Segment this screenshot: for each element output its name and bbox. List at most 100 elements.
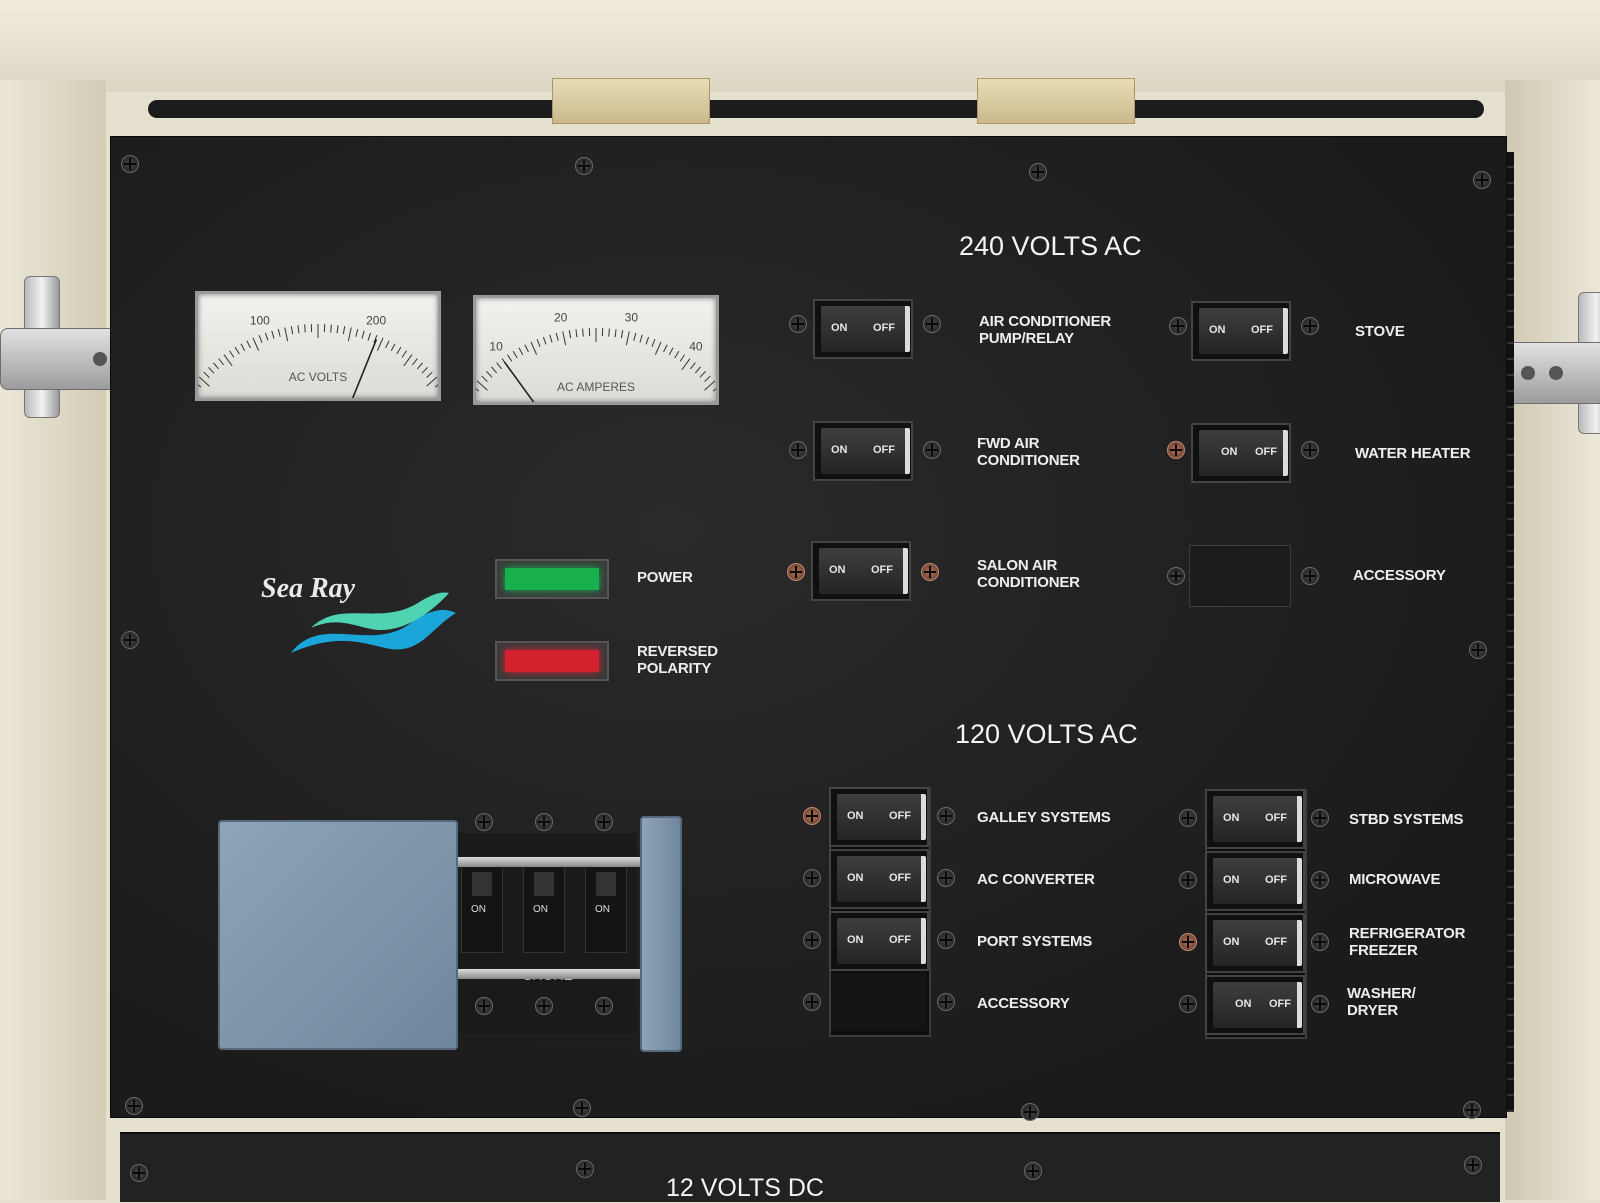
screw-icon: [937, 993, 955, 1011]
screw-icon: [1179, 995, 1197, 1013]
meter-tick: [404, 355, 412, 366]
screw-icon: [803, 869, 821, 887]
meter-tick: [386, 341, 390, 348]
shore-breaker-pole-3[interactable]: ON: [585, 861, 627, 953]
meter-tick: [615, 329, 616, 337]
screw-icon: [1021, 1103, 1039, 1121]
screw-icon: [573, 1099, 591, 1117]
shore-interlock-slide[interactable]: [640, 816, 682, 1052]
meter-tick: [417, 363, 422, 369]
screw-icon: [803, 931, 821, 949]
ac-volts-meter: 0100200300 AC VOLTS: [195, 291, 441, 401]
meter-tick: [224, 355, 232, 366]
meter-tick-label: 100: [250, 313, 270, 327]
shore-interlock-rod-bottom: [447, 969, 647, 979]
cabinet-right-frame: [1505, 80, 1600, 1200]
label-water-heater: WATER HEATER: [1355, 445, 1470, 462]
screw-icon: [1301, 317, 1319, 335]
label-salon-air-conditioner: SALON AIR CONDITIONER: [977, 557, 1080, 591]
latch-clip-right: [977, 78, 1135, 124]
meter-tick: [397, 347, 401, 354]
meter-tick: [298, 325, 299, 333]
label-ac-converter: AC CONVERTER: [977, 871, 1095, 888]
screw-icon: [787, 563, 805, 581]
dc-panel-title: 12 VOLTS DC: [666, 1174, 824, 1203]
meter-tick: [362, 331, 364, 339]
screw-icon: [575, 157, 593, 175]
label-washer-dryer: WASHER/ DRYER: [1347, 985, 1416, 1019]
meter-tick: [531, 342, 537, 355]
screw-icon: [803, 807, 821, 825]
meter-tick: [669, 348, 673, 355]
meter-tick: [213, 363, 218, 369]
meter-tick: [537, 339, 540, 346]
meter-tick: [343, 326, 344, 334]
accessory-blank-slot-120-left: [831, 973, 927, 1031]
meter-tick: [305, 325, 306, 333]
label-accessory-240: ACCESSORY: [1353, 567, 1446, 584]
meter-tick-label: 10: [489, 339, 503, 353]
meter-tick: [664, 345, 668, 352]
door-latch-rod: [148, 100, 1484, 118]
screw-icon: [475, 813, 493, 831]
meter-tick: [550, 335, 552, 343]
screw-icon: [1301, 441, 1319, 459]
accessory-blank-slot: [1189, 545, 1291, 607]
meter-tick: [412, 359, 417, 365]
power-label: POWER: [637, 569, 693, 586]
screw-icon: [595, 813, 613, 831]
meter-tick: [576, 329, 577, 337]
screw-icon: [535, 813, 553, 831]
screw-icon: [595, 997, 613, 1015]
meter-tick: [219, 359, 224, 365]
screw-icon: [1179, 933, 1197, 951]
screw-icon: [923, 315, 941, 333]
screw-icon: [1167, 441, 1185, 459]
ac-volts-label: AC VOLTS: [198, 370, 438, 384]
reversed-polarity-light: [495, 641, 609, 681]
meter-tick: [640, 335, 642, 343]
meter-tick: [402, 351, 406, 358]
meter-tick: [621, 330, 622, 338]
meter-tick-label: 20: [554, 311, 568, 325]
meter-tick: [253, 338, 259, 351]
screw-icon: [937, 869, 955, 887]
meter-tick: [695, 367, 700, 373]
screw-icon: [803, 993, 821, 1011]
meter-tick: [497, 363, 502, 369]
meter-tick: [265, 333, 268, 341]
cabinet-left-frame: [0, 80, 106, 1200]
title-120-volts: 120 VOLTS AC: [955, 719, 1138, 750]
meter-tick: [291, 326, 292, 334]
meter-tick: [507, 355, 511, 362]
label-fwd-air-conditioner: FWD AIR CONDITIONER: [977, 435, 1080, 469]
meter-tick: [634, 333, 636, 341]
screw-icon: [1029, 163, 1047, 181]
meter-tick: [680, 355, 684, 362]
meter-tick: [348, 327, 351, 341]
label-accessory-120: ACCESSORY: [977, 995, 1070, 1012]
meter-tick: [377, 338, 383, 351]
screw-icon: [923, 441, 941, 459]
shore-breaker-pole-1[interactable]: ON: [461, 861, 503, 953]
latch-clip-left: [552, 78, 710, 124]
sea-ray-logo: Sea Ray: [261, 573, 461, 663]
meter-tick-label: 40: [689, 339, 703, 353]
screw-icon: [121, 631, 139, 649]
screw-icon: [1311, 933, 1329, 951]
meter-tick: [278, 329, 280, 337]
shore-interlock-cover[interactable]: [218, 820, 458, 1050]
shore-breaker-pole-2[interactable]: ON: [523, 861, 565, 953]
